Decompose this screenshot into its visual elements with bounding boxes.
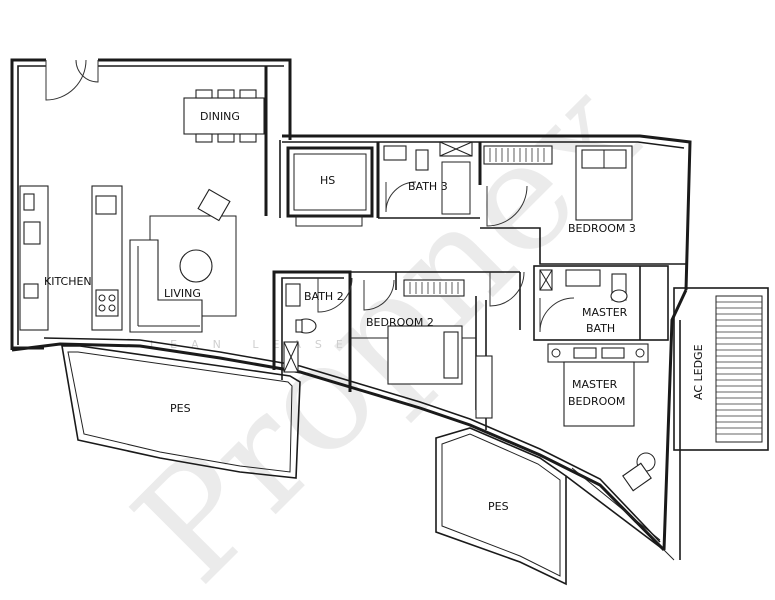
interior-walls (12, 66, 686, 430)
outer-walls (10, 58, 692, 552)
pes-left-terrace (61, 345, 301, 479)
interior-doors (317, 181, 575, 333)
room-label-master-bedroom-1: MASTER (572, 378, 618, 391)
bath2-fixtures (283, 283, 317, 373)
pes-right-terrace (435, 427, 567, 586)
room-label-kitchen: KITCHEN (44, 275, 92, 288)
watermark-faint-text: LEAN LEASE (150, 338, 357, 351)
room-label-bath2: BATH 2 (304, 290, 344, 303)
kitchen-counter (19, 185, 123, 331)
room-label-bedroom2: BEDROOM 2 (366, 316, 434, 329)
master-bed (547, 343, 649, 427)
bath3-fixtures (383, 141, 473, 215)
dining-table (183, 89, 265, 143)
room-label-ac-ledge: AC LEDGE (692, 344, 705, 400)
room-label-pes-right: PES (488, 500, 509, 513)
master-bath-fixtures (539, 269, 628, 303)
master-chair (622, 452, 656, 492)
room-label-master-bedroom-2: BEDROOM (568, 395, 625, 408)
ac-ledge (673, 287, 769, 560)
room-label-bath3: BATH 3 (408, 180, 448, 193)
room-label-master-bath-1: MASTER (582, 306, 628, 319)
facade-details (565, 467, 675, 561)
room-label-pes-left: PES (170, 402, 191, 415)
bedroom2-furniture (387, 279, 493, 419)
room-label-hs: HS (320, 174, 335, 187)
bedroom3-wardrobe (483, 145, 553, 165)
bedroom3-bed (575, 145, 633, 221)
living-furniture (129, 188, 237, 333)
room-label-living: LIVING (164, 287, 201, 300)
entrance-door (45, 59, 99, 101)
room-label-bedroom3: BEDROOM 3 (568, 222, 636, 235)
room-label-master-bath-2: BATH (586, 322, 615, 335)
room-label-dining: DINING (200, 110, 240, 123)
